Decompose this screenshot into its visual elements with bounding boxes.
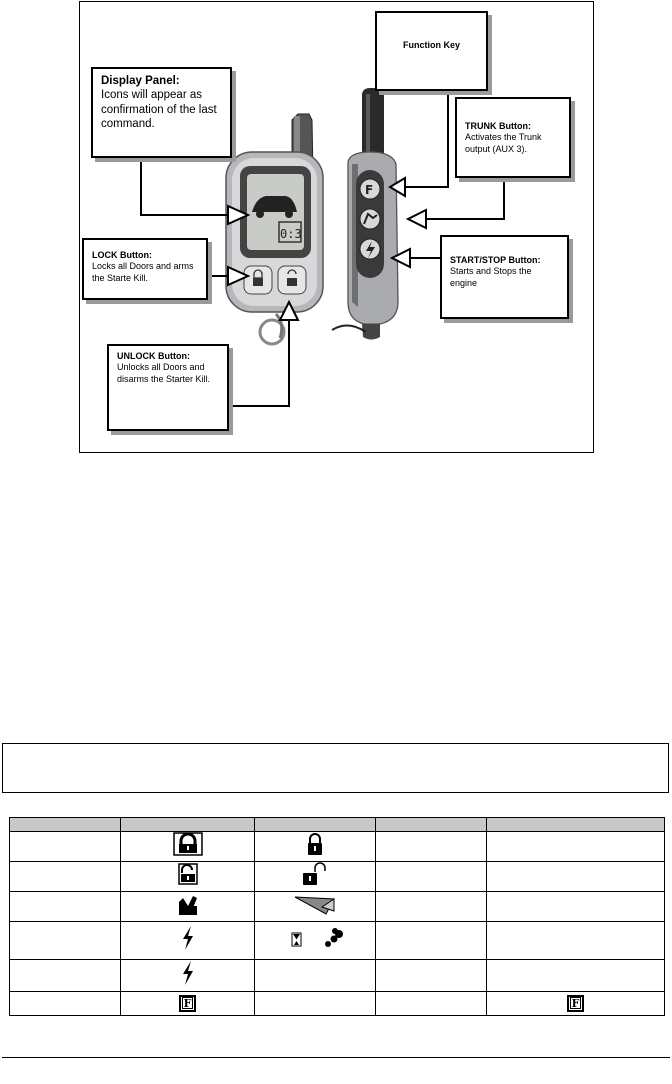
trunk-title: TRUNK Button:: [465, 121, 531, 131]
lock-closed-icon: [172, 832, 203, 856]
table-row: [9, 921, 665, 960]
padlock-open-icon: [303, 862, 326, 885]
lock-body: Locks all Doors and arms the Starte Kill…: [92, 261, 194, 283]
unlock-body: Unlocks all Doors and disarms the Starte…: [117, 362, 211, 384]
lcd-remote: 0:3: [225, 113, 324, 346]
display-panel-callout: Display Panel: Icons will appear as conf…: [91, 67, 232, 158]
notice-box: [2, 743, 669, 793]
table-header-row: [9, 817, 665, 832]
trunk-open-icon: [294, 896, 335, 915]
display-panel-title: Display Panel:: [101, 75, 180, 87]
table-row: [9, 891, 665, 922]
hourglass-smoke-icon: [291, 928, 343, 947]
remote-diagram-frame: 0:3 F: [79, 1, 594, 453]
start-stop-body: Starts and Stops the engine: [450, 266, 532, 288]
header-cell: [9, 817, 121, 832]
table-row: [9, 959, 665, 992]
svg-text:F: F: [365, 183, 373, 197]
icon-table: F F: [9, 817, 665, 1016]
unlock-callout: UNLOCK Button: Unlocks all Doors and dis…: [107, 344, 229, 431]
callout-arrows: [227, 176, 427, 321]
callout-connectors: [140, 91, 505, 407]
lock-title: LOCK Button:: [92, 250, 152, 260]
display-panel-body: Icons will appear as confirmation of the…: [101, 89, 217, 131]
start-stop-title: START/STOP Button:: [450, 255, 541, 265]
table-row: [9, 831, 665, 862]
function-f-icon: F: [567, 994, 584, 1012]
header-cell: [120, 817, 255, 832]
header-cell: [254, 817, 376, 832]
svg-text:0:3: 0:3: [280, 227, 302, 241]
trunk-body: Activates the Trunk output (AUX 3).: [465, 132, 542, 154]
footer-rule: [2, 1057, 670, 1058]
lightning-icon: [182, 926, 193, 950]
side-remote: F: [331, 88, 399, 340]
table-row: F F: [9, 991, 665, 1016]
function-f-icon: F: [179, 994, 196, 1012]
lightning-icon: [182, 961, 193, 985]
lock-callout: LOCK Button: Locks all Doors and arms th…: [82, 238, 208, 300]
trunk-callout: TRUNK Button: Activates the Trunk output…: [455, 97, 571, 178]
padlock-closed-icon: [308, 833, 322, 855]
unlock-title: UNLOCK Button:: [117, 351, 190, 361]
lock-open-icon: [177, 863, 198, 885]
trunk-icon: [178, 896, 197, 915]
header-cell: [486, 817, 665, 832]
table-row: [9, 861, 665, 892]
remote-illustration: 0:3 F: [140, 88, 505, 407]
function-key-title: Function Key: [402, 40, 460, 50]
start-stop-callout: START/STOP Button: Starts and Stops the …: [440, 235, 569, 319]
function-key-callout: Function Key: [375, 11, 488, 91]
header-cell: [375, 817, 487, 832]
